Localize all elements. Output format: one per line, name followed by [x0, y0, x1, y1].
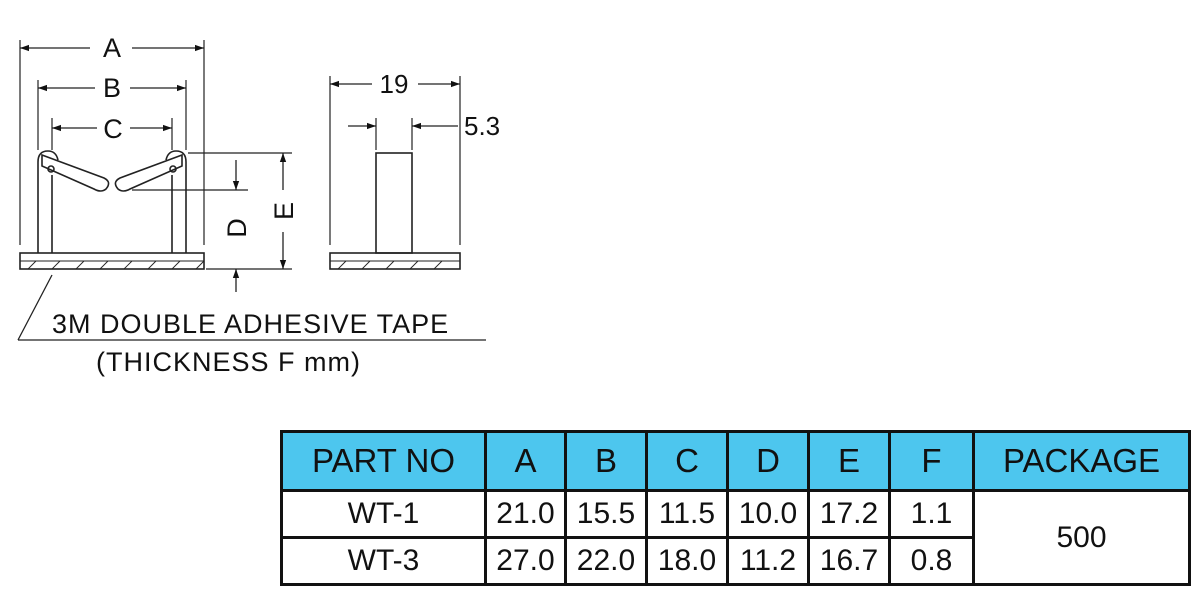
- side-post: [375, 152, 413, 254]
- table-row: WT-3 27.0 22.0 18.0 11.2 16.7 0.8: [280, 536, 1190, 586]
- col-header-f: F: [888, 430, 975, 492]
- cell-b: 15.5: [564, 489, 648, 539]
- cell-c: 11.5: [645, 489, 729, 539]
- technical-drawing: A B C D E 19 5.3 3M DOUBLE ADHESIVE TAPE…: [17, 33, 500, 377]
- cell-f: 1.1: [888, 489, 975, 539]
- right-clip: [114, 153, 183, 192]
- spec-table: PART NO A B C D E F PACKAGE WT-1 21.0 15…: [280, 430, 1191, 586]
- side-view: [329, 76, 461, 270]
- side-width-label: 19: [380, 69, 409, 99]
- cell-part-no: WT-1: [280, 489, 487, 539]
- cell-a: 21.0: [484, 489, 567, 539]
- cell-c: 18.0: [645, 536, 729, 586]
- tape-note-line2: (THICKNESS F mm): [96, 347, 361, 377]
- tape-note-line1: 3M DOUBLE ADHESIVE TAPE: [52, 309, 449, 339]
- cell-d: 11.2: [726, 536, 810, 586]
- cell-b: 22.0: [564, 536, 648, 586]
- right-pivot: [169, 165, 177, 173]
- cell-a: 27.0: [484, 536, 567, 586]
- col-header-e: E: [807, 430, 891, 492]
- col-header-a: A: [484, 430, 567, 492]
- table-row: WT-1 21.0 15.5 11.5 10.0 17.2 1.1 500: [280, 489, 1191, 586]
- col-header-c: C: [645, 430, 729, 492]
- tape-hatching: [27, 260, 205, 270]
- cell-part-no: WT-3: [280, 536, 487, 586]
- dim-d-label: D: [222, 218, 252, 238]
- dim-e-label: E: [269, 202, 299, 220]
- cell-e: 16.7: [807, 536, 891, 586]
- dim-c-label: C: [103, 114, 123, 144]
- cell-d: 10.0: [726, 489, 810, 539]
- left-pivot: [47, 165, 55, 173]
- right-post: [165, 150, 187, 253]
- dim-b-label: B: [103, 73, 121, 103]
- cell-f: 0.8: [888, 536, 975, 586]
- col-header-d: D: [726, 430, 810, 492]
- dim-a-label: A: [103, 33, 121, 63]
- side-slot-label: 5.3: [464, 111, 500, 141]
- cell-e: 17.2: [807, 489, 891, 539]
- tape-leader: [17, 274, 486, 341]
- left-post: [37, 150, 59, 253]
- front-view: [19, 40, 292, 292]
- col-header-part-no: PART NO: [280, 430, 487, 492]
- cell-package: 500: [972, 489, 1191, 586]
- table-header-row: PART NO A B C D E F PACKAGE: [280, 430, 1191, 492]
- col-header-package: PACKAGE: [972, 430, 1191, 492]
- left-clip: [41, 153, 110, 192]
- col-header-b: B: [564, 430, 648, 492]
